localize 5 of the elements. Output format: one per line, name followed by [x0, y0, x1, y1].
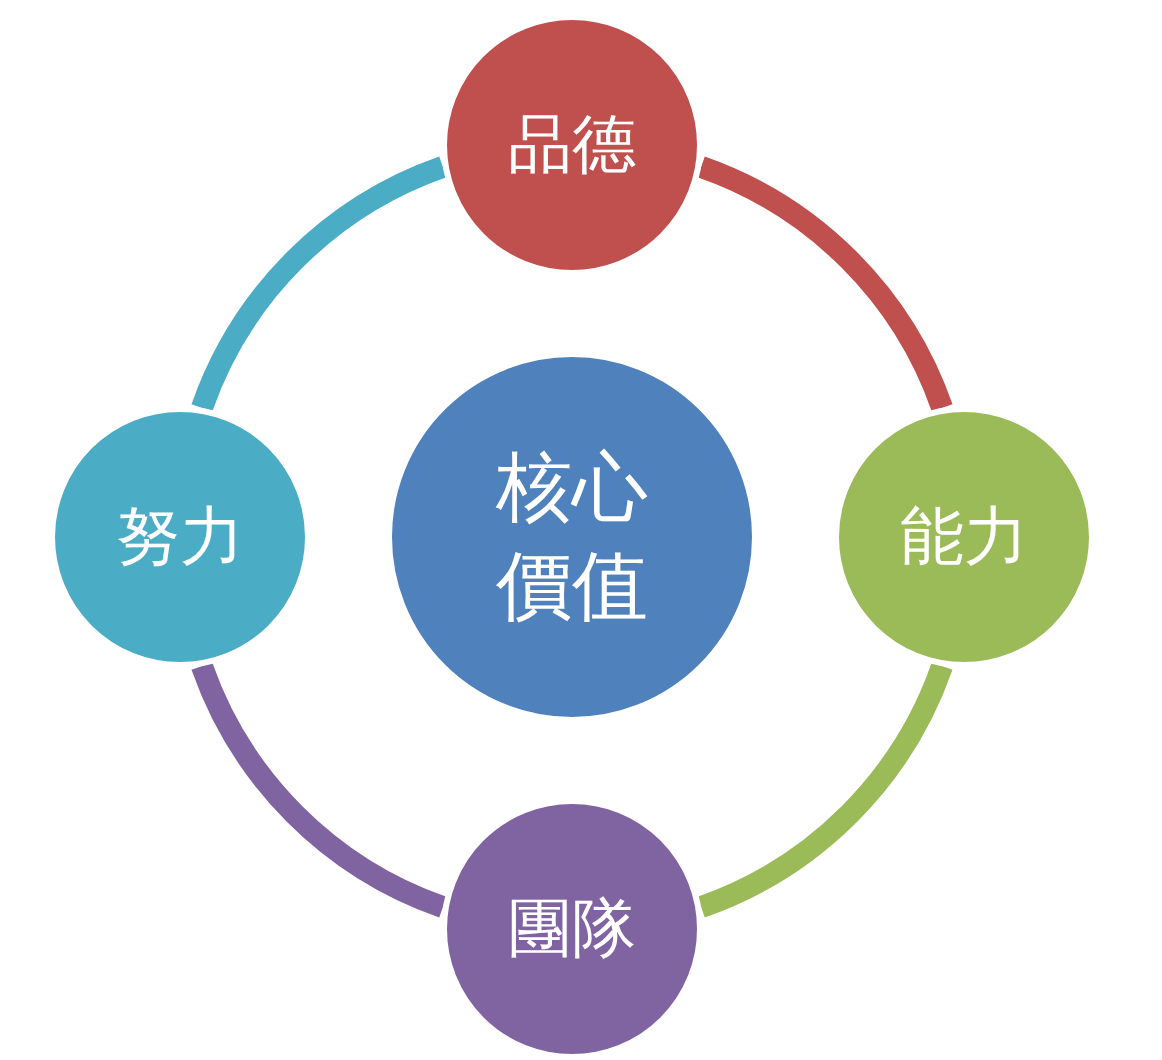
- node-label: 核心價值: [495, 441, 649, 632]
- node-label: 品德: [508, 106, 636, 184]
- node-label: 努力: [116, 498, 244, 576]
- node-label: 團隊: [508, 890, 636, 968]
- node-label: 能力: [900, 498, 1028, 576]
